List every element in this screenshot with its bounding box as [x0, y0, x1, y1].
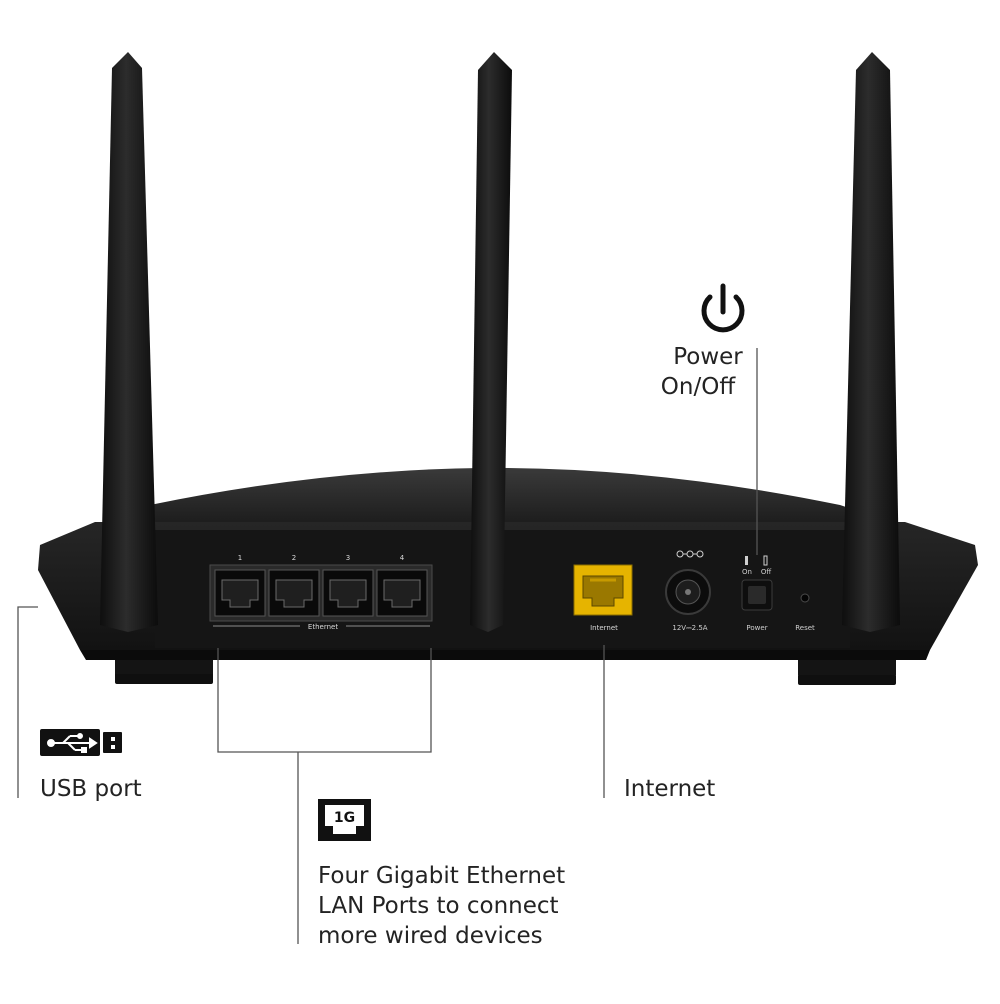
port-number-4: 4	[400, 554, 405, 562]
power-callout-line2: On/Off	[660, 374, 736, 400]
usb-callout: USB port	[40, 774, 142, 804]
leader-lines	[17, 348, 758, 944]
power-callout: Power On/Off	[661, 342, 748, 402]
power-switch-label: Power	[746, 624, 767, 632]
gigabit-badge: 1G	[334, 810, 355, 826]
power-rating-label: 12V⎓2.5A	[672, 624, 707, 632]
usb-leader-line	[17, 606, 38, 798]
antenna-right	[842, 52, 900, 632]
internet-callout-label: Internet	[624, 776, 716, 802]
ethernet-callout-line2: LAN Ports to connect	[318, 893, 559, 919]
reset-pinhole	[800, 593, 810, 603]
ethernet-callout: Four Gigabit Ethernet LAN Ports to conne…	[318, 861, 565, 951]
usb-icon	[40, 729, 122, 756]
gigabit-port-icon: 1G	[318, 799, 371, 841]
power-switch	[741, 579, 773, 611]
internet-port-label: Internet	[590, 624, 618, 632]
port-number-3: 3	[346, 554, 350, 562]
usb-callout-label: USB port	[40, 776, 142, 802]
ethernet-port-2	[268, 569, 320, 617]
polarity-symbol	[676, 550, 704, 558]
ethernet-callout-line3: more wired devices	[318, 923, 543, 949]
power-callout-line1: Power	[673, 344, 743, 370]
internet-callout: Internet	[624, 774, 715, 804]
power-jack	[665, 569, 711, 615]
ethernet-bracket	[217, 648, 432, 753]
power-icon	[701, 283, 745, 333]
ethernet-port-4	[376, 569, 428, 617]
switch-off-label: Off	[761, 568, 772, 576]
router-bottom-edge	[80, 650, 930, 660]
antenna-left	[100, 52, 158, 632]
router-foot-right	[798, 674, 896, 685]
ethernet-port-label: Ethernet	[308, 623, 338, 631]
switch-symbols	[745, 555, 768, 566]
port-number-1: 1	[238, 554, 242, 562]
ethernet-callout-line1: Four Gigabit Ethernet	[318, 863, 566, 889]
internet-port	[573, 564, 633, 616]
switch-on-label: On	[742, 568, 752, 576]
ethernet-port-3	[322, 569, 374, 617]
port-number-2: 2	[292, 554, 296, 562]
ethernet-port-1	[214, 569, 266, 617]
reset-label: Reset	[795, 624, 815, 632]
antenna-center	[470, 52, 512, 632]
router-foot-left	[115, 672, 213, 684]
